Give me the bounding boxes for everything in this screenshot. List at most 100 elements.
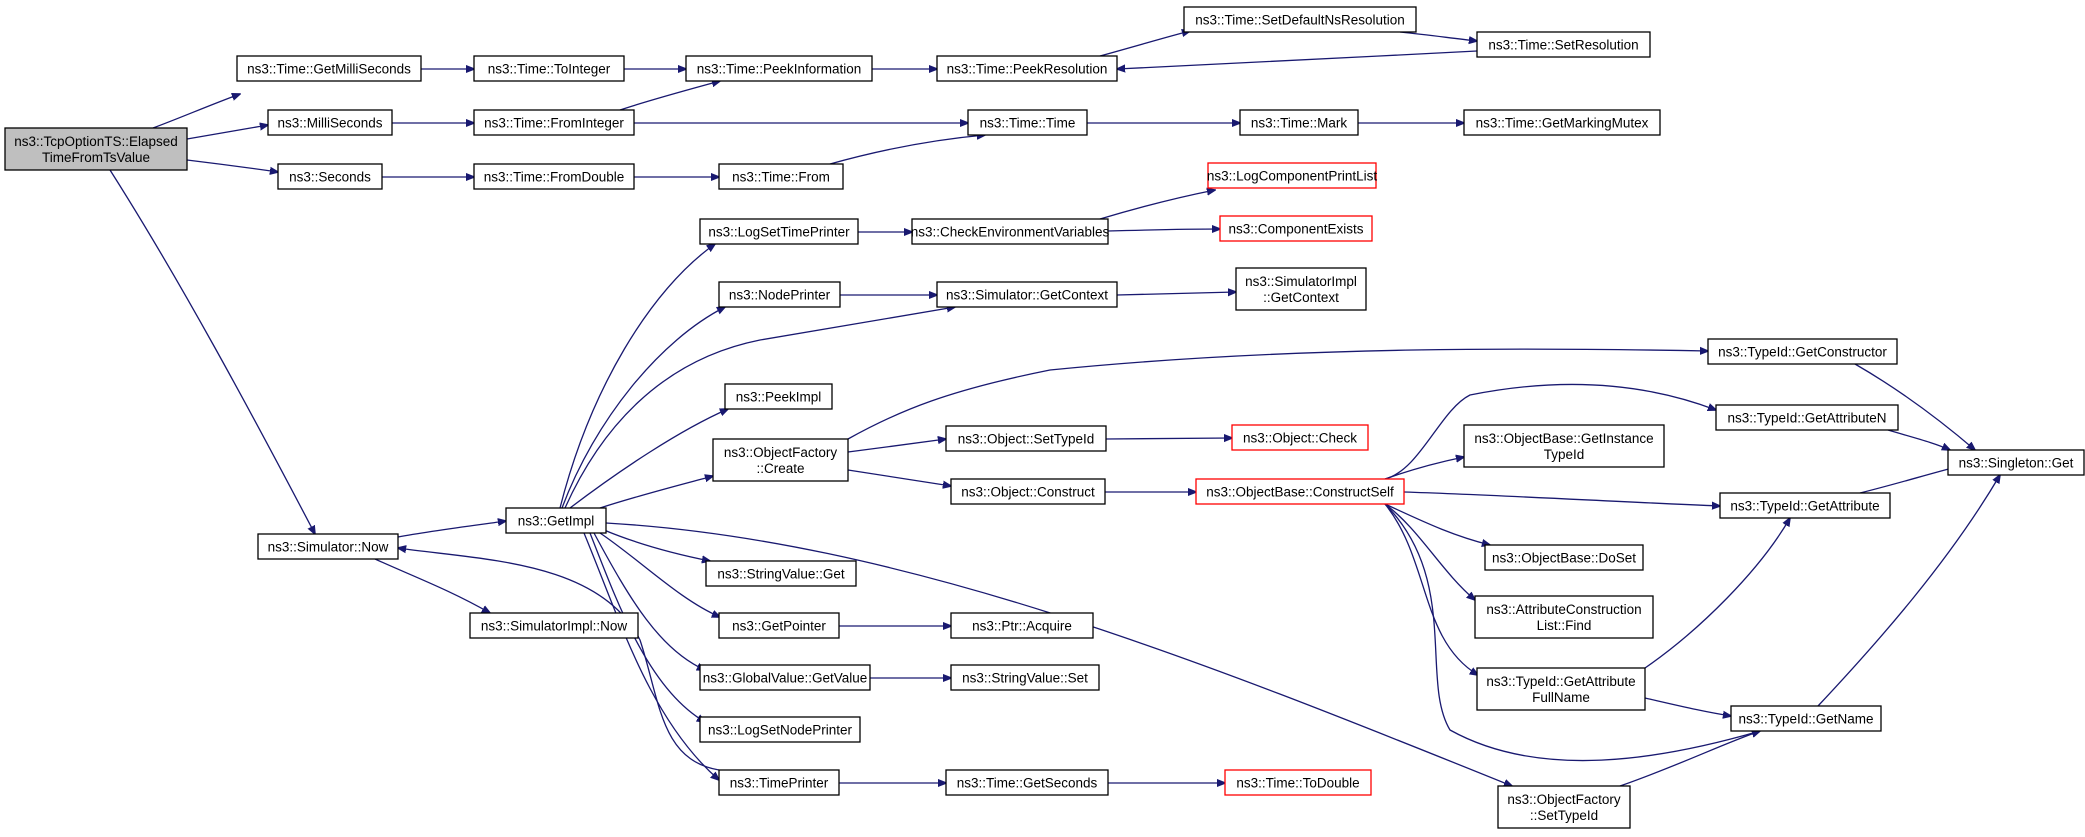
node-getpointer[interactable]: ns3::GetPointer [718,612,840,639]
node-strget[interactable]: ns3::StringValue::Get [705,560,857,587]
edge-line [398,548,720,771]
node-peekinfo[interactable]: ns3::Time::PeekInformation [685,55,873,82]
node-getattr[interactable]: ns3::TypeId::GetAttribute [1719,492,1891,519]
node-ofcreate[interactable]: ns3::ObjectFactory::Create [712,438,849,482]
edge-line [569,409,728,509]
node-setdefault[interactable]: ns3::Time::SetDefaultNsResolution [1183,6,1417,33]
node-box [473,55,625,82]
node-ofsettype[interactable]: ns3::ObjectFactory::SetTypeId [1497,785,1631,829]
edge-setres-to-peekres [1117,50,1478,69]
node-peekres[interactable]: ns3::Time::PeekResolution [936,55,1118,82]
edge-ofsettype-to-getname [1619,731,1760,787]
node-box [1497,785,1631,829]
edge-line [583,532,719,780]
edge-line [152,94,240,129]
edge-getimpl-to-logsettime [559,244,715,509]
node-setres[interactable]: ns3::Time::SetResolution [1476,31,1651,58]
node-timetime[interactable]: ns3::Time::Time [967,109,1088,136]
node-simimplctx[interactable]: ns3::SimulatorImpl::GetContext [1235,267,1367,311]
node-label: ns3::ObjectBase::GetInstance [1474,431,1653,446]
node-label: ns3::ObjectBase::ConstructSelf [1206,485,1394,500]
node-objsettype[interactable]: ns3::Object::SetTypeId [945,425,1107,452]
node-getseconds[interactable]: ns3::Time::GetSeconds [945,769,1109,796]
node-milli[interactable]: ns3::MilliSeconds [267,109,393,136]
node-mutex[interactable]: ns3::Time::GetMarkingMutex [1463,109,1661,136]
edge-root-to-getmilli [152,94,240,129]
node-getctor[interactable]: ns3::TypeId::GetConstructor [1707,338,1898,365]
node-box [1239,109,1359,136]
node-label: ns3::Time::GetMarkingMutex [1476,116,1649,131]
node-label: ns3::Time::GetSeconds [957,776,1098,791]
edge-checkenv-to-compexists [1107,229,1220,231]
node-tointeger[interactable]: ns3::Time::ToInteger [473,55,625,82]
node-constructself[interactable]: ns3::ObjectBase::ConstructSelf [1195,478,1405,505]
node-box [505,507,607,534]
node-box [718,612,840,639]
node-label: ns3::GetImpl [518,514,595,529]
node-logsetnode[interactable]: ns3::LogSetNodePrinter [699,716,861,743]
node-todouble[interactable]: ns3::Time::ToDouble [1224,769,1372,796]
node-nodeprinter[interactable]: ns3::NodePrinter [718,281,841,308]
node-logsettime[interactable]: ns3::LogSetTimePrinter [699,218,859,245]
node-box [1474,595,1654,639]
node-label: ns3::Simulator::GetContext [946,288,1108,303]
node-timefrom[interactable]: ns3::Time::From [718,163,844,190]
node-label: ns3::PeekImpl [736,390,822,405]
node-doset[interactable]: ns3::ObjectBase::DoSet [1484,544,1644,571]
node-box [1183,6,1417,33]
edge-line [1116,292,1236,295]
edge-getimpl-to-ofcreate [599,476,713,509]
edge-line [1644,518,1790,669]
node-logcomplist[interactable]: ns3::LogComponentPrintList [1207,162,1378,189]
edge-root-to-seconds [186,159,278,172]
node-objcheck[interactable]: ns3::Object::Check [1231,424,1369,451]
node-box [1476,667,1646,711]
edge-line [847,469,951,486]
edge-root-to-simnow [109,169,315,534]
node-fromdouble[interactable]: ns3::Time::FromDouble [473,163,635,190]
node-frominteger[interactable]: ns3::Time::FromInteger [473,109,635,136]
node-ptracquire[interactable]: ns3::Ptr::Acquire [950,612,1094,639]
node-label: ns3::StringValue::Get [717,567,845,582]
node-label: ns3::Time::PeekInformation [697,62,862,77]
edge-constructself-to-getattrn [1384,383,1716,480]
node-label: ns3::SimulatorImpl [1245,274,1357,289]
edge-getimpl-to-simgetctx [564,307,955,509]
node-getname[interactable]: ns3::TypeId::GetName [1730,705,1882,732]
node-box [685,55,873,82]
edge-line [109,169,315,534]
node-getimpl[interactable]: ns3::GetImpl [505,507,607,534]
node-simnow[interactable]: ns3::Simulator::Now [257,533,399,560]
node-label: ns3::AttributeConstruction [1486,602,1641,617]
node-label: FullName [1532,690,1590,705]
node-singleton[interactable]: ns3::Singleton::Get [1947,449,2085,476]
edge-line [1817,475,2000,707]
node-getmilli[interactable]: ns3::Time::GetMilliSeconds [236,55,422,82]
node-gvgetvalue[interactable]: ns3::GlobalValue::GetValue [699,664,871,691]
node-strset[interactable]: ns3::StringValue::Set [950,664,1100,691]
node-label: ns3::ComponentExists [1228,222,1363,237]
node-seconds[interactable]: ns3::Seconds [277,163,383,190]
node-compexists[interactable]: ns3::ComponentExists [1219,215,1373,242]
node-box [1947,449,2085,476]
node-checkenv[interactable]: ns3::CheckEnvironmentVariables [911,218,1110,245]
edge-line [1854,363,1975,450]
node-box [967,109,1088,136]
node-mark[interactable]: ns3::Time::Mark [1239,109,1359,136]
node-getattrn[interactable]: ns3::TypeId::GetAttributeN [1715,404,1899,431]
edge-simgetctx-to-simimplctx [1116,292,1236,295]
node-box [950,612,1094,639]
edge-line [1384,383,1716,480]
node-peekimpl[interactable]: ns3::PeekImpl [724,383,833,410]
node-objconstruct[interactable]: ns3::Object::Construct [950,478,1106,505]
edge-line [1099,31,1190,57]
node-simimplnow[interactable]: ns3::SimulatorImpl::Now [469,612,639,639]
node-timeprinter[interactable]: ns3::TimePrinter [718,769,840,796]
node-label: ns3::TypeId::GetAttribute [1730,499,1879,514]
node-label: ns3::Time::PeekResolution [947,62,1108,77]
node-simgetctx[interactable]: ns3::Simulator::GetContext [936,281,1118,308]
